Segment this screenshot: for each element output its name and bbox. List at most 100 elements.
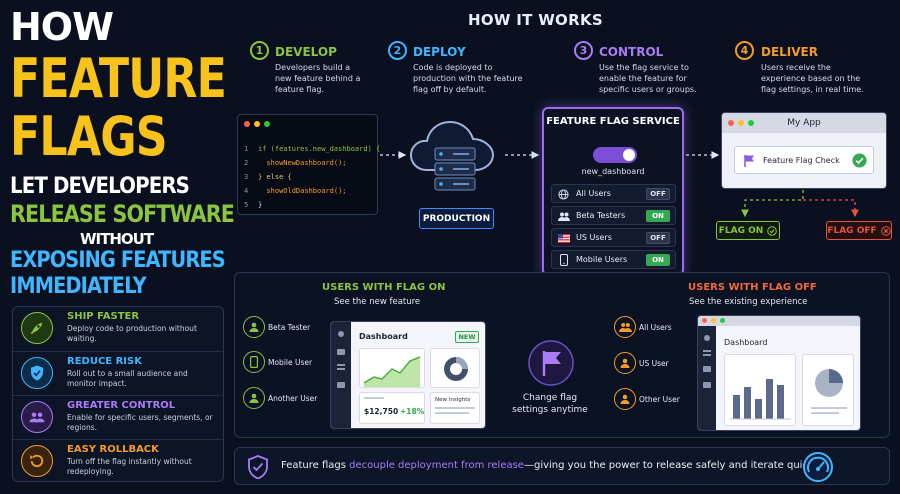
mobile-icon <box>557 254 570 266</box>
users-flag-off-heading: USERS WITH FLAG OFF <box>688 282 817 293</box>
step-number: 1 <box>250 41 269 60</box>
app-title: My App <box>787 118 821 128</box>
beta-users-icon <box>557 210 570 222</box>
headline-release-software: RELEASE SOFTWARE <box>10 200 235 228</box>
new-dashboard-preview: Dashboard NEW $12,750 +18% New Insights <box>330 321 486 429</box>
headline-feature: FEATURE <box>10 47 227 110</box>
user-icon <box>614 388 636 410</box>
toggle-state[interactable]: ON <box>646 210 670 222</box>
user-label: Other User <box>639 395 680 404</box>
insights-label: New Insights <box>435 397 471 403</box>
users-flag-on-heading: USERS WITH FLAG ON <box>322 282 446 293</box>
feature-flag-service-panel: FEATURE FLAG SERVICE new_dashboard All U… <box>542 107 684 276</box>
existing-dashboard-preview: Dashboard <box>697 315 861 431</box>
mobile-icon <box>243 351 265 373</box>
pie-chart-card <box>802 354 854 426</box>
window-controls <box>244 121 270 127</box>
new-badge: NEW <box>455 331 479 343</box>
flag-toggle[interactable] <box>593 147 637 163</box>
step-desc: Users receive the experience based on th… <box>761 63 864 94</box>
benefits-panel: SHIP FASTER Deploy code to production wi… <box>12 306 224 482</box>
benefit-title: GREATER CONTROL <box>67 400 176 411</box>
user-icon <box>243 387 265 409</box>
users-icon <box>614 316 636 338</box>
users-flag-on-sub: See the new feature <box>334 297 421 307</box>
code-line: 4 showOldDashboard(); <box>244 187 347 195</box>
benefit-desc: Enable for specific users, segments, or … <box>67 413 213 432</box>
check-circle-icon <box>767 225 778 236</box>
step-title-deploy: DEPLOY <box>413 45 466 59</box>
dashboard-sidebar <box>698 326 716 430</box>
flag-off-badge: FLAG OFF <box>826 221 892 240</box>
benefit-easy-rollback: EASY ROLLBACK Turn off the flag instantl… <box>13 439 223 483</box>
flag-row-us-users[interactable]: US Users OFF <box>551 228 676 247</box>
dashboard-titlebar <box>698 316 860 326</box>
feature-flag-check-card: Feature Flag Check <box>734 146 874 174</box>
feature-flag-check-label: Feature Flag Check <box>763 156 840 165</box>
flag-row-mobile-users[interactable]: Mobile Users ON <box>551 250 676 269</box>
bar-chart-card <box>724 354 796 426</box>
step-title-deliver: DELIVER <box>761 45 818 59</box>
revenue-card: $12,750 +18% <box>359 392 425 424</box>
code-line: 2 showNewDashboard(); <box>244 159 347 167</box>
flag-service-title: FEATURE FLAG SERVICE <box>546 116 680 127</box>
user-label: Beta Tester <box>268 323 311 332</box>
toggle-state[interactable]: OFF <box>646 188 670 200</box>
footer-text: Feature flags decouple deployment from r… <box>281 460 825 471</box>
benefit-title: REDUCE RISK <box>67 356 142 367</box>
benefit-title: SHIP FASTER <box>67 311 140 322</box>
shield-check-icon <box>248 455 268 479</box>
flag-settings-icon <box>528 340 574 386</box>
row-label: Mobile Users <box>576 255 628 264</box>
user-icon <box>614 352 636 374</box>
benefit-desc: Turn off the flag instantly without rede… <box>67 457 192 476</box>
shield-icon <box>21 357 53 389</box>
step-number: 3 <box>574 41 593 60</box>
my-app-window: My App Feature Flag Check <box>721 112 887 189</box>
user-label: Mobile User <box>268 358 313 367</box>
benefit-desc: Roll out to a small audience and monitor… <box>67 369 188 388</box>
flag-on-badge: FLAG ON <box>716 221 780 240</box>
donut-chart-card <box>430 348 480 388</box>
footer-banner: Feature flags decouple deployment from r… <box>234 447 890 485</box>
headline-exposing-features: EXPOSING FEATURES <box>10 248 226 273</box>
flag-icon <box>744 155 754 167</box>
code-line: 5} <box>244 201 263 209</box>
step-title-develop: DEVELOP <box>275 45 337 59</box>
x-circle-icon <box>880 225 891 236</box>
us-flag-icon <box>557 232 570 244</box>
toggle-state[interactable]: OFF <box>646 232 670 244</box>
growth-value: +18% <box>400 407 425 416</box>
cloud-server-icon <box>409 120 495 191</box>
user-label: Another User <box>268 394 318 403</box>
benefit-greater-control: GREATER CONTROL Enable for specific user… <box>13 395 223 439</box>
step-desc: Developers build a new feature behind a … <box>275 63 361 94</box>
headline-flags: FLAGS <box>10 105 168 168</box>
dashboard-sidebar <box>331 322 351 428</box>
toggle-state[interactable]: ON <box>646 254 670 266</box>
flag-row-beta-testers[interactable]: Beta Testers ON <box>551 206 676 225</box>
step-title-control: CONTROL <box>599 45 664 59</box>
users-icon <box>21 401 53 433</box>
user-icon <box>243 316 265 338</box>
step-number: 2 <box>388 41 407 60</box>
speedometer-icon <box>803 452 833 482</box>
benefit-desc: Deploy code to production without waitin… <box>67 324 197 343</box>
step-desc: Use the flag service to enable the featu… <box>599 63 697 94</box>
revenue-value: $12,750 <box>364 407 399 416</box>
app-titlebar: My App <box>722 113 886 133</box>
users-flag-off-sub: See the existing experience <box>689 297 808 307</box>
flag-row-all-users[interactable]: All Users OFF <box>551 184 676 203</box>
headline-immediately: IMMEDIATELY <box>10 274 147 299</box>
step-number: 4 <box>735 41 754 60</box>
row-label: US Users <box>576 233 612 242</box>
insights-card: New Insights <box>430 392 480 424</box>
code-line: 3} else { <box>244 173 292 181</box>
user-label: US User <box>639 359 669 368</box>
production-label: PRODUCTION <box>419 208 494 229</box>
headline-without: WITHOUT <box>80 230 154 248</box>
step-desc: Code is deployed to production with the … <box>413 63 523 94</box>
check-icon <box>852 153 867 168</box>
